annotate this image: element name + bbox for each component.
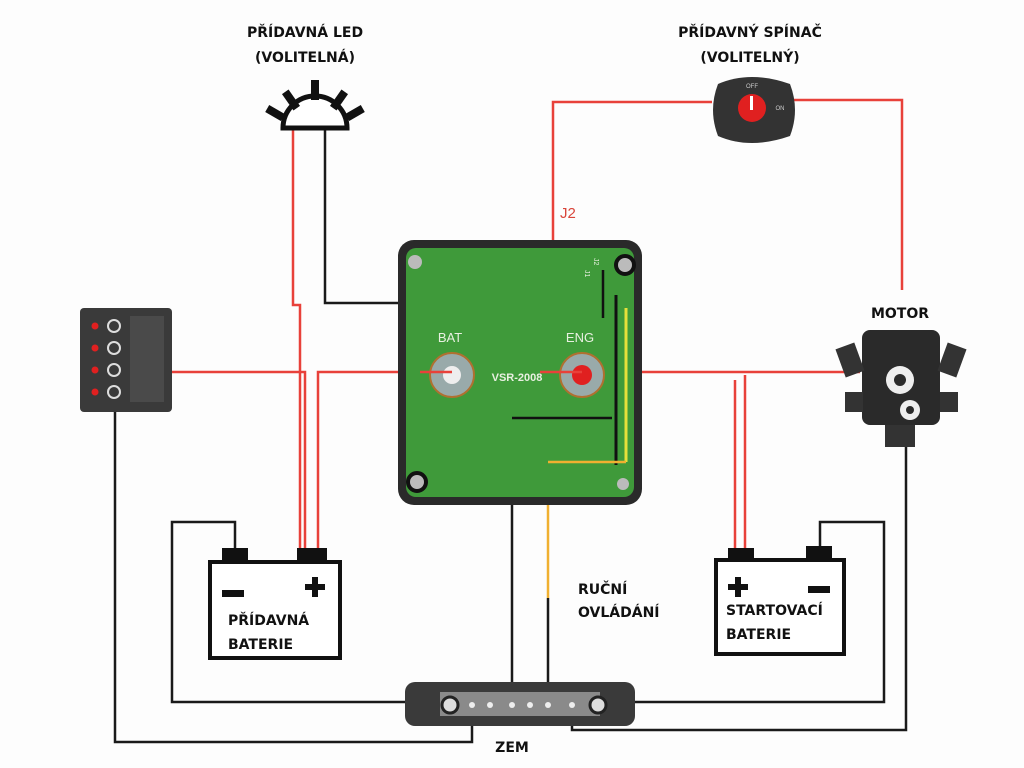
led-label-line1: PŘÍDAVNÁ LED <box>247 24 363 41</box>
manual-label-line1: RUČNÍ <box>578 580 627 598</box>
start-battery-label-line1: STARTOVACÍ <box>726 602 823 619</box>
switch-label-line1: PŘÍDAVNÝ SPÍNAČ <box>678 23 822 41</box>
aux-battery: PŘÍDAVNÁ BATERIE <box>208 548 342 660</box>
minus-icon <box>808 586 830 593</box>
vsr-bat-label: BAT <box>438 330 462 345</box>
wire-aux-negative <box>170 520 450 704</box>
minus-icon <box>222 590 244 597</box>
manual-label-line2: OVLÁDÁNÍ <box>578 604 660 621</box>
start-battery: STARTOVACÍ BATERIE <box>714 546 846 656</box>
led-label-line2: (VOLITELNÁ) <box>255 49 355 66</box>
vsr-j2-label: J2 <box>592 258 599 266</box>
led-lamp-icon <box>265 80 365 131</box>
vsr-eng-label: ENG <box>566 330 594 345</box>
vsr-module: BAT ENG VSR-2008 J1 J2 <box>398 240 642 505</box>
aux-battery-label-line2: BATERIE <box>228 637 293 653</box>
engine-icon <box>835 330 967 447</box>
vsr-model-label: VSR-2008 <box>492 372 543 384</box>
ground-label: ZEM <box>495 740 529 756</box>
wire-switch-motor <box>790 98 904 290</box>
switch-on-label: ON <box>776 106 785 112</box>
switch-panel-icon <box>80 308 172 412</box>
ground-bus-bar <box>405 682 635 726</box>
switch-icon[interactable]: OFF ON <box>713 77 795 143</box>
start-battery-label-line2: BATERIE <box>726 627 791 643</box>
switch-off-label: OFF <box>746 84 758 90</box>
motor-label: MOTOR <box>871 306 929 322</box>
j2-label: J2 <box>560 205 576 222</box>
wire-panel-positive <box>170 370 307 550</box>
wire-panel-ground <box>113 410 474 744</box>
vsr-j1-label: J1 <box>583 270 590 278</box>
wire-start-negative <box>600 520 886 704</box>
aux-battery-label-line1: PŘÍDAVNÁ <box>228 612 309 629</box>
switch-label-line2: (VOLITELNÝ) <box>700 48 799 66</box>
wire-led-positive <box>291 130 302 550</box>
